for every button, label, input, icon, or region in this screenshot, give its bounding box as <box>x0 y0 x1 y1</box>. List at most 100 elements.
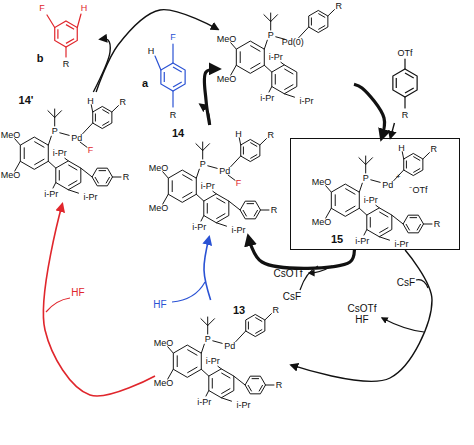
atom-label: F <box>88 145 94 155</box>
double-bond <box>370 217 371 227</box>
double-bond <box>221 389 230 394</box>
product-letter: a <box>142 77 148 89</box>
arene-ring <box>246 314 265 336</box>
reaction-arrow <box>354 84 384 138</box>
substituent-label: i-Pr <box>44 189 58 199</box>
atom-label: Pd <box>219 166 230 176</box>
substituent-label: R <box>123 172 130 182</box>
double-bond <box>243 210 247 216</box>
substituent-label: i-Pr <box>231 225 245 235</box>
double-bond <box>247 203 254 204</box>
arene-ring <box>309 10 328 32</box>
bond-line <box>371 180 380 183</box>
substituent-label: MeO <box>154 378 174 388</box>
bond-line <box>359 158 366 165</box>
double-bond <box>248 322 249 330</box>
reagent-label: CsOTf <box>274 268 303 279</box>
bond-line <box>65 158 68 161</box>
structure-drawing <box>218 0 354 108</box>
bond-line <box>80 142 87 147</box>
double-bond <box>102 110 109 114</box>
atom-label: Pd <box>71 133 82 143</box>
double-bond <box>243 147 244 155</box>
counterion-label: ⁻OTf <box>409 185 427 195</box>
bond-line <box>213 341 222 344</box>
substituent-label: i-Pr <box>236 400 250 410</box>
arene-skeleton <box>155 44 185 107</box>
double-bond <box>66 39 74 44</box>
double-bond <box>318 25 325 29</box>
arene-ring <box>55 21 78 47</box>
bond-line <box>202 151 203 160</box>
bond-line <box>172 44 173 63</box>
substituent-label: i-Pr <box>201 181 215 191</box>
atom-label: H <box>87 96 94 106</box>
bond-line <box>155 56 161 70</box>
bond-line <box>239 138 240 145</box>
bond-line <box>213 191 216 194</box>
bond-line <box>269 87 272 93</box>
bond-line <box>163 172 169 178</box>
substituent-label: MeO <box>154 338 174 348</box>
arene-ring <box>403 215 423 233</box>
bond-line <box>229 201 240 210</box>
double-bond <box>66 25 74 30</box>
structure-drawing <box>135 25 200 121</box>
substituent-label: R <box>276 380 283 390</box>
arene-ring <box>209 369 234 398</box>
reaction-arrow <box>96 10 218 92</box>
bond-line <box>264 65 271 72</box>
bond-line <box>423 153 430 159</box>
bond-line <box>261 210 270 211</box>
bond-line <box>359 183 362 192</box>
ligand-skeleton <box>163 138 269 226</box>
double-bond <box>284 85 293 90</box>
arene-ring <box>161 63 185 91</box>
bond-line <box>264 15 271 22</box>
bond-line <box>202 142 203 151</box>
reagent-label: HF <box>153 299 166 310</box>
bond-line <box>265 314 272 320</box>
substituent-label: i-Pr <box>269 52 283 62</box>
substituent-label: R <box>63 59 70 69</box>
double-bond <box>396 78 397 88</box>
substituent-label: R <box>170 110 177 120</box>
bond-line <box>221 398 231 401</box>
substituent-label: i-Pr <box>260 93 274 103</box>
bond-line <box>201 344 204 353</box>
double-bond <box>255 329 262 333</box>
reaction-arrow <box>291 250 432 381</box>
substituent-label: MeO <box>149 203 169 213</box>
bond-line <box>60 133 69 136</box>
bond-line <box>402 152 403 159</box>
bond-line <box>207 317 208 326</box>
ligand-skeleton <box>231 10 335 98</box>
aryl-triflate: OTfR <box>380 45 430 123</box>
bond-line <box>15 139 21 145</box>
double-bond <box>207 203 208 213</box>
substituent-label: R <box>272 305 279 315</box>
reagent-in-line <box>300 266 318 290</box>
arene-ring <box>245 376 265 394</box>
double-bond <box>335 194 336 206</box>
substituent-label: R <box>119 97 126 107</box>
double-bond <box>164 72 165 82</box>
pd0-complex: PPd(0)MeOMeOi-Pri-Pri-PrR <box>218 0 354 108</box>
reaction-arrow <box>390 123 394 138</box>
bond-line <box>260 139 267 145</box>
bond-line <box>201 216 204 222</box>
double-bond <box>250 143 257 147</box>
double-bond <box>254 210 258 216</box>
substituent-label: i-Pr <box>192 222 206 232</box>
bond-line <box>326 186 332 192</box>
bond-line <box>54 109 55 118</box>
double-bond <box>172 180 173 192</box>
arene-ring <box>204 194 229 223</box>
bond-line <box>359 208 366 215</box>
bond-line <box>168 369 174 379</box>
structure-drawing <box>150 125 286 237</box>
substituent-label: R <box>430 144 437 154</box>
arene-ring <box>241 139 260 161</box>
bond-line <box>365 165 366 174</box>
substituent-label: i-Pr <box>83 192 97 202</box>
